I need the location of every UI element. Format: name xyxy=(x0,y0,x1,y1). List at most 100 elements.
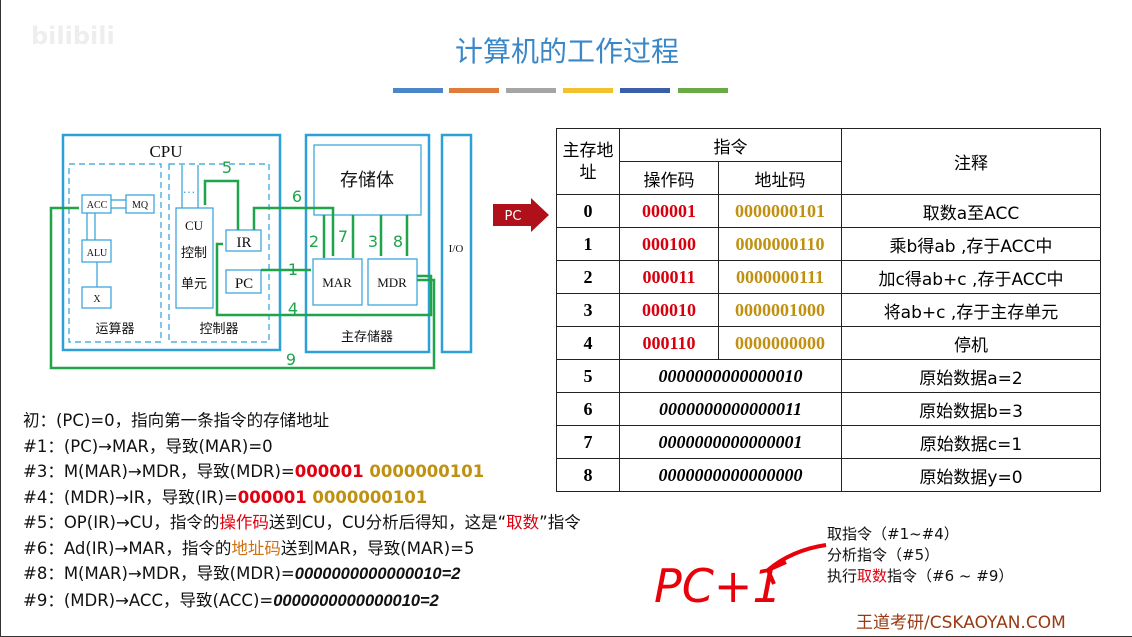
text-label: 0000000000000010=2 xyxy=(294,565,461,583)
mq-label: MQ xyxy=(132,200,149,211)
path-6 xyxy=(252,206,335,256)
text-label: 0000000000000011 xyxy=(619,392,842,426)
text-label: 6 xyxy=(292,187,302,206)
text-label: 5 xyxy=(556,359,620,393)
text-label: 000110 xyxy=(619,326,719,360)
dots-label: … xyxy=(183,181,196,196)
slide-title: 计算机的工作过程 xyxy=(454,35,679,68)
text-label: 0000000111 xyxy=(718,260,842,294)
text-label: 将ab+c ,存于主存单元 xyxy=(841,293,1101,327)
step-line: #4：(MDR)→IR，导致(IR)=000001 0000000101 xyxy=(23,485,581,511)
text-label: 0000000110 xyxy=(718,227,842,261)
header-address: 主存地址 xyxy=(556,128,620,195)
memory-box xyxy=(304,133,431,354)
header-instruction: 指令 xyxy=(619,128,842,162)
step-line: #9：(MDR)→ACC，导致(ACC)=0000000000000010=2 xyxy=(23,588,581,615)
memory-label: 主存储器 xyxy=(341,330,393,345)
accent-bar xyxy=(563,88,613,93)
text-label: 000001 xyxy=(294,462,364,481)
cpu-box xyxy=(61,133,282,352)
text-label: 9 xyxy=(286,350,296,369)
text-label: 送到CU，CU分析后得知，这是“ xyxy=(268,513,507,532)
text-label: 加c得ab+c ,存于ACC中 xyxy=(841,260,1101,294)
io-label: I/O xyxy=(449,243,464,255)
text-label: #8：M(MAR)→MDR，导致(MDR)= xyxy=(23,564,295,583)
text-label: 执行 xyxy=(827,567,858,585)
cu-label: 控制 xyxy=(181,246,207,261)
text-label: 0000000101 xyxy=(718,194,842,228)
execution-steps: 初：(PC)=0，指向第一条指令的存储地址 #1：(PC)→MAR，导致(MAR… xyxy=(23,408,581,614)
text-label: 8 xyxy=(393,232,403,251)
accent-bar xyxy=(620,88,670,93)
header-address-code: 地址码 xyxy=(718,161,842,195)
text-label: #4：(MDR)→IR，导致(IR)= xyxy=(23,487,238,507)
text-label: #5：OP(IR)→CU，指令的 xyxy=(23,513,220,532)
text-label: 原始数据a=2 xyxy=(841,359,1101,393)
text-label: 3 xyxy=(556,293,620,327)
text-label: 6 xyxy=(556,392,620,426)
text-label: ”指令 xyxy=(539,513,581,532)
accent-bar xyxy=(678,88,728,93)
text-label: 000010 xyxy=(619,293,719,327)
ir-label: IR xyxy=(237,235,252,251)
path-3-8 xyxy=(379,215,409,256)
text-label: 取数 xyxy=(857,567,888,585)
text-label: 7 xyxy=(338,227,348,246)
text-label: 4 xyxy=(556,326,620,360)
text-label: 3 xyxy=(368,232,378,251)
text-label: 000001 xyxy=(237,487,307,507)
ctrl-group-label: 控制器 xyxy=(199,322,238,337)
path-4 xyxy=(215,242,433,317)
alu-group-label: 运算器 xyxy=(95,322,134,337)
text-label: 原始数据c=1 xyxy=(841,425,1101,459)
text-label: 停机 xyxy=(841,326,1101,360)
bilibili-watermark: bilibili xyxy=(31,22,115,50)
cu-label: CU xyxy=(185,218,204,233)
text-label: 原始数据b=3 xyxy=(841,392,1101,426)
accent-bar xyxy=(506,88,556,93)
text-label: 0000000101 xyxy=(363,462,485,481)
handwritten-pc-plus-1-annotation: PC+1 xyxy=(654,543,827,613)
text-label: 原始数据y=0 xyxy=(841,458,1101,492)
text-label: 2 xyxy=(556,260,620,294)
pc-label: PC xyxy=(235,276,253,292)
cpu-label: CPU xyxy=(149,142,182,161)
header-note: 注释 xyxy=(841,128,1101,195)
cu-label: 单元 xyxy=(181,277,207,292)
text-label: 乘b得ab ,存于ACC中 xyxy=(841,227,1101,261)
text-label: 分析指令（#5） xyxy=(827,546,940,564)
text-label: PC xyxy=(505,209,522,224)
text-label: PC+1 xyxy=(654,559,782,613)
text-label: #9：(MDR)→ACC，导致(ACC)= xyxy=(23,590,274,610)
phase-notes: 取指令（#1~#4） 分析指令（#5） 执行取数指令（#6 ~ #9） xyxy=(827,524,1013,587)
brand-footer: 王道考研/CSKAOYAN.COM xyxy=(856,613,1066,633)
pc-pointer-arrow: PC xyxy=(493,198,549,232)
mar-box xyxy=(312,258,363,306)
storage-body-box xyxy=(313,144,422,216)
storage-label: 存储体 xyxy=(340,170,394,191)
step-line: #1：(PC)→MAR，导致(MAR)=0 xyxy=(23,436,273,456)
text-label: 0000000101 xyxy=(306,487,428,507)
text-label: 取数 xyxy=(506,513,540,532)
step-line: #6：Ad(IR)→MAR，指令的地址码送到MAR，导致(MAR)=5 xyxy=(23,536,581,562)
x-label: X xyxy=(93,294,101,305)
text-label: #6：Ad(IR)→MAR，指令的 xyxy=(23,538,232,558)
io-box xyxy=(440,133,473,354)
text-label: 0000000000000010 xyxy=(619,359,842,393)
text-label: 0000000000000010=2 xyxy=(273,591,439,610)
text-label: 000011 xyxy=(619,260,719,294)
accent-bar xyxy=(393,88,443,93)
computer-structure-diagram: CPU ACC MQ ALU X 运算器 CU 控制 单元 … 控制器 IR P… xyxy=(49,133,473,370)
path-9 xyxy=(49,206,436,370)
step-line: #3：M(MAR)→MDR，导致(MDR)=000001 0000000101 xyxy=(23,459,581,485)
header-opcode: 操作码 xyxy=(619,161,719,195)
red-arrow-icon xyxy=(766,543,827,585)
text-label: 2 xyxy=(309,232,319,251)
text-label: 指令（#6 ~ #9） xyxy=(887,567,1014,585)
